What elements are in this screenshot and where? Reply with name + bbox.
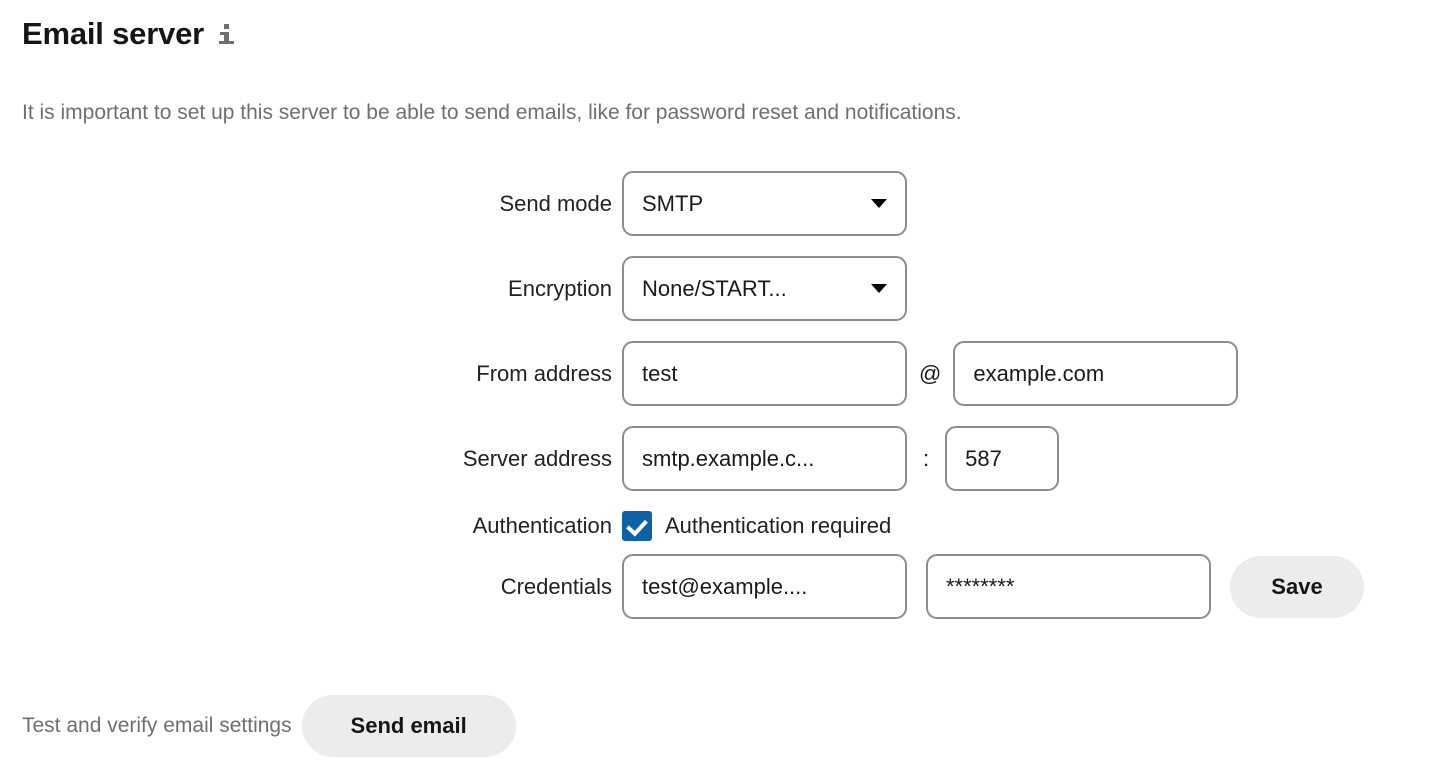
send-mode-value: SMTP	[642, 190, 704, 216]
authentication-label: Authentication	[472, 513, 612, 538]
send-mode-select[interactable]: SMTP	[622, 171, 907, 236]
row-encryption: Encryption None/START...	[0, 256, 1448, 321]
encryption-label: Encryption	[508, 275, 612, 301]
page-header: Email server	[22, 18, 236, 49]
row-server-address: Server address smtp.example.c... : 587	[0, 426, 1448, 491]
row-authentication: Authentication Authentication required	[0, 511, 1448, 541]
test-email-label: Test and verify email settings	[22, 714, 292, 737]
server-port-input[interactable]: 587	[945, 426, 1060, 491]
info-icon[interactable]	[218, 21, 236, 47]
colon-separator: :	[923, 445, 930, 471]
send-mode-label: Send mode	[499, 190, 612, 216]
chevron-down-icon	[871, 284, 887, 293]
authentication-required-label[interactable]: Authentication required	[665, 513, 892, 538]
credentials-username-input[interactable]: test@example....	[622, 554, 907, 619]
credentials-password-input[interactable]: ********	[926, 554, 1211, 619]
chevron-down-icon	[871, 199, 887, 208]
from-address-domain-input[interactable]: example.com	[953, 341, 1239, 406]
server-address-label: Server address	[462, 445, 612, 471]
row-from-address: From address test @ example.com	[0, 341, 1448, 406]
credentials-label: Credentials	[500, 573, 612, 599]
from-address-local-input[interactable]: test	[622, 341, 907, 406]
encryption-value: None/START...	[642, 275, 787, 301]
email-server-form: Send mode SMTP Encryption None/START... …	[0, 171, 1448, 639]
encryption-select[interactable]: None/START...	[622, 256, 907, 321]
send-email-button[interactable]: Send email	[301, 695, 516, 757]
page-title: Email server	[22, 16, 205, 51]
row-credentials: Credentials test@example.... ******** Sa…	[0, 554, 1448, 619]
at-symbol: @	[919, 360, 942, 386]
from-address-label: From address	[476, 360, 612, 386]
save-button[interactable]: Save	[1230, 555, 1364, 618]
page-description: It is important to set up this server to…	[22, 101, 962, 124]
server-host-input[interactable]: smtp.example.c...	[622, 426, 907, 491]
row-send-mode: Send mode SMTP	[0, 171, 1448, 236]
test-email-row: Test and verify email settings Send emai…	[22, 695, 516, 757]
authentication-required-checkbox[interactable]	[622, 511, 652, 541]
